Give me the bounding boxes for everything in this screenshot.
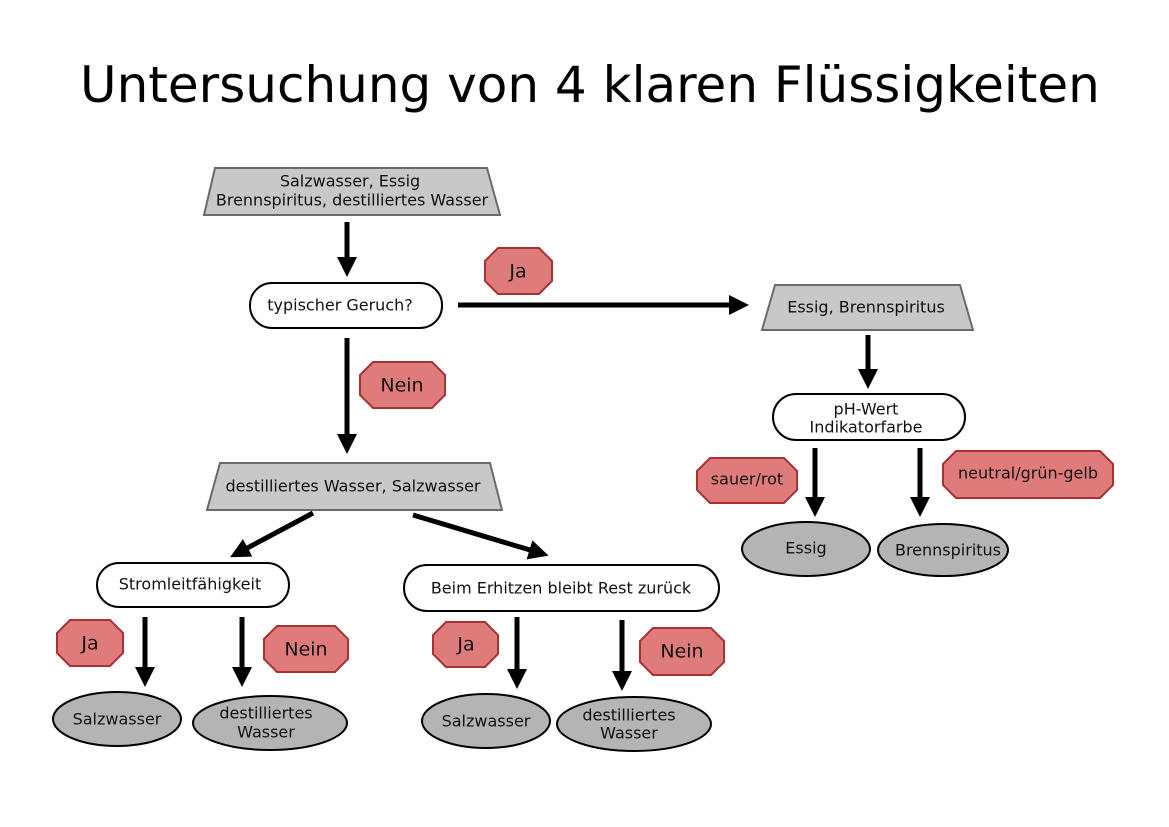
ph-question: pH-Wert Indikatorfarbe <box>772 393 966 441</box>
arrow-to-conduct <box>230 510 315 558</box>
smell-question-text: typischer Geruch? <box>267 296 413 315</box>
neutral-label: neutral/grün-gelb <box>942 450 1114 499</box>
smell-yes-label: Ja <box>484 247 553 295</box>
heat-question: Beim Erhitzen bleibt Rest zurück <box>403 564 720 612</box>
conduct-text: Stromleitfähigkeit <box>119 575 261 594</box>
start-text-2: Brennspiritus, destilliertes Wasser <box>216 191 489 210</box>
result-salz1-text: Salzwasser <box>73 710 162 729</box>
group-nosmell-node: destilliertes Wasser, Salzwasser <box>205 462 504 511</box>
result-salzwasser-2: Salzwasser <box>421 693 551 749</box>
conduct-yes-label: Ja <box>56 619 124 667</box>
result-dest2-text-2: Wasser <box>600 724 658 743</box>
result-essig: Essig <box>741 521 871 577</box>
conduct-yes-text: Ja <box>80 633 98 655</box>
result-salz2-text: Salzwasser <box>442 712 531 731</box>
group-smell-text: Essig, Brennspiritus <box>787 298 945 317</box>
neutral-text: neutral/grün-gelb <box>958 464 1098 483</box>
heat-text: Beim Erhitzen bleibt Rest zurück <box>431 579 692 598</box>
conduct-no-text: Nein <box>284 639 327 661</box>
page-title: Untersuchung von 4 klaren Flüssigkeiten <box>80 56 1100 114</box>
heat-yes-text: Ja <box>456 634 474 656</box>
sauer-label: sauer/rot <box>696 457 798 504</box>
result-dest2-text-1: destilliertes <box>582 706 675 725</box>
result-destilliert-2: destilliertes Wasser <box>556 696 712 752</box>
result-brennspiritus-text: Brennspiritus <box>895 541 1001 560</box>
result-dest1-text-1: destilliertes <box>219 704 312 723</box>
heat-no-label: Nein <box>639 627 725 676</box>
group-smell-node: Essig, Brennspiritus <box>760 284 975 331</box>
result-salzwasser-1: Salzwasser <box>52 691 182 747</box>
conduct-question: Stromleitfähigkeit <box>96 562 290 608</box>
conduct-no-label: Nein <box>263 625 349 673</box>
smell-no-label: Nein <box>359 361 446 409</box>
heat-no-text: Nein <box>660 641 703 663</box>
result-dest1-text-2: Wasser <box>237 723 295 742</box>
start-node: Salzwasser, Essig Brennspiritus, destill… <box>202 167 502 216</box>
ph-text-1: pH-Wert <box>834 400 899 419</box>
ph-text-2: Indikatorfarbe <box>810 418 923 437</box>
start-text-1: Salzwasser, Essig <box>280 172 420 191</box>
result-destilliert-1: destilliertes Wasser <box>192 695 348 751</box>
arrow-to-heat <box>412 512 549 560</box>
sauer-text: sauer/rot <box>711 470 783 489</box>
arrows <box>135 222 930 691</box>
smell-no-text: Nein <box>380 375 423 397</box>
smell-question: typischer Geruch? <box>249 282 443 329</box>
result-essig-text: Essig <box>785 539 826 558</box>
heat-yes-label: Ja <box>432 621 499 668</box>
smell-yes-text: Ja <box>508 261 526 283</box>
result-brennspiritus: Brennspiritus <box>877 523 1009 577</box>
group-nosmell-text: destilliertes Wasser, Salzwasser <box>225 477 480 496</box>
